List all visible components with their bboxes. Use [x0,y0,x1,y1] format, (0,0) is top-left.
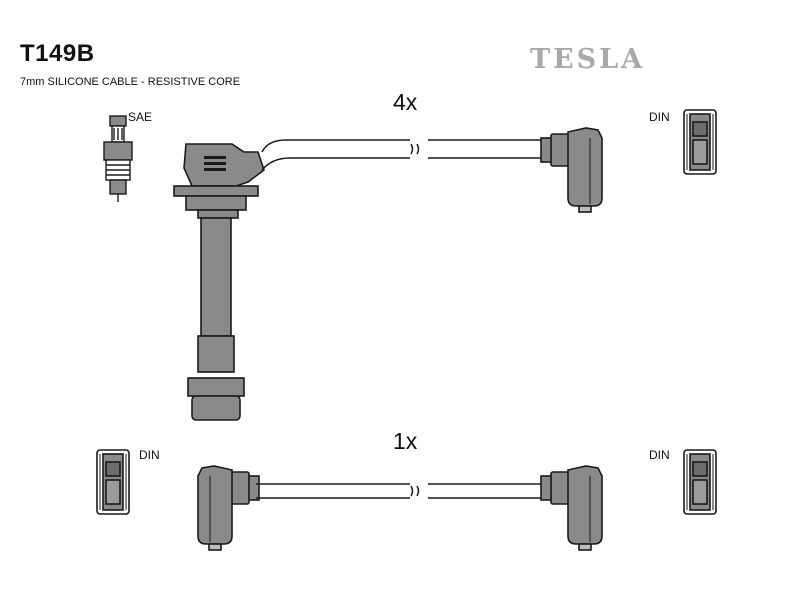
bottom-lead-left-din-boot [197,465,260,551]
din-terminal-bottom-left [96,449,130,515]
top-lead-sae-boot [173,143,265,421]
spark-plug-sae [103,115,133,202]
top-lead-quantity: 4x [393,89,418,115]
din-terminal-label-bottom-left: DIN [139,448,160,462]
brand-logo: TESLA [530,44,646,75]
sae-terminal-label: SAE [128,110,153,124]
part-number-title: T149B [20,40,95,67]
top-lead-din-boot [540,127,603,213]
bottom-lead-right-din-boot [540,465,603,551]
din-terminal-top-right [683,109,717,175]
bottom-lead-cable [256,483,542,499]
bottom-lead-quantity: 1x [393,428,418,454]
din-terminal-bottom-right [683,449,717,515]
din-terminal-label-top-right: DIN [649,110,670,124]
cable-spec-subtitle: 7mm SILICONE CABLE - RESISTIVE CORE [20,76,241,88]
top-lead-cable [261,139,542,171]
din-terminal-label-bottom-right: DIN [649,448,670,462]
